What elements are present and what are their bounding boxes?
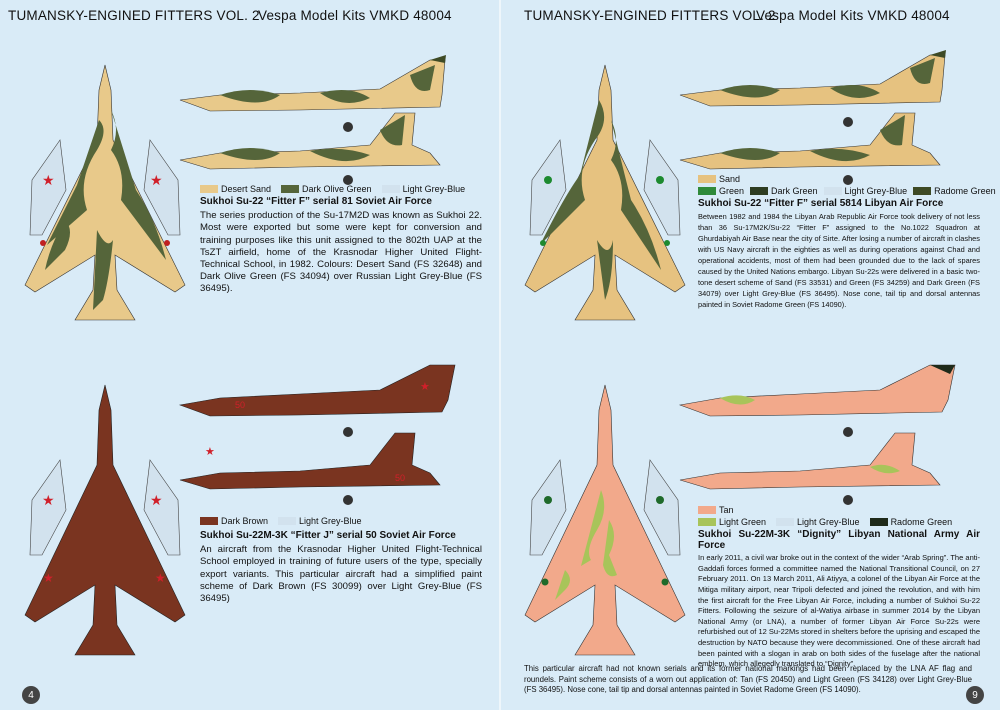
panel4-legend-row1: Tan [698, 505, 734, 515]
header-kit-left: Vespa Model Kits VMKD 48004 [258, 8, 452, 23]
panel4-text: In early 2011, a civil war broke out in … [698, 553, 980, 669]
panel1-legend: Desert Sand Dark Olive Green Light Grey-… [200, 184, 465, 194]
svg-text:★: ★ [150, 492, 163, 508]
aircraft-top-view-libyan [524, 64, 686, 321]
legend-label: Green [719, 186, 745, 196]
header-title-right: TUMANSKY-ENGINED FITTERS VOL. 2 [524, 8, 776, 23]
legend-item: Desert Sand [200, 184, 271, 194]
svg-text:★: ★ [42, 172, 55, 188]
aircraft-side-view-soviet-2 [179, 112, 441, 185]
panel3-artwork: ★ ★ ★ ★ ★ 50 ★ 50 [24, 364, 456, 656]
aircraft-side-view-libyan-1 [679, 50, 946, 127]
panel2-legend-row1: Sand [698, 174, 740, 184]
serial-label-2: 50 [395, 473, 405, 483]
swatch-dark-brown [200, 517, 218, 525]
underwing-view-soviet: ★ ★ [29, 139, 181, 236]
svg-text:★: ★ [420, 381, 430, 393]
legend-item: Radome Green [913, 186, 996, 196]
legend-item: Dark Olive Green [281, 184, 372, 194]
panel4-legend-row2: Light Green Light Grey-Blue Radome Green [698, 517, 952, 527]
panel2-artwork [524, 50, 946, 321]
legend-item: Sand [698, 174, 740, 184]
legend-item: Light Grey-Blue [278, 516, 362, 526]
panel4-artwork [524, 364, 956, 656]
legend-item: Light Grey-Blue [823, 186, 908, 196]
legend-item: Light Green [698, 517, 766, 527]
aircraft-top-view-tan [524, 384, 686, 656]
legend-item: Dark Brown [200, 516, 268, 526]
underwing-view-libyan [529, 139, 681, 236]
underwing-view-brown: ★ ★ [29, 459, 181, 556]
swatch-light-grey-blue [823, 187, 842, 195]
panel4-caption: Sukhoi Su-22M-3K “Dignity” Libyan Nation… [698, 529, 980, 670]
legend-label: Light Green [719, 517, 767, 527]
legend-label: Light Grey-Blue [402, 184, 466, 194]
swatch-dark-green [750, 187, 769, 195]
aircraft-side-view-soviet-1 [179, 55, 446, 132]
aircraft-side-view-libyan-2 [679, 112, 941, 185]
swatch-desert-sand [200, 185, 218, 193]
legend-label: Dark Brown [221, 516, 269, 526]
serial-label: 50 [235, 400, 245, 410]
legend-label: Light Grey-Blue [797, 517, 860, 527]
aircraft-side-view-tan-2 [679, 432, 941, 505]
legend-item: Light Grey-Blue [776, 517, 860, 527]
swatch-radome-green [913, 187, 932, 195]
aircraft-side-view-tan-1 [678, 364, 956, 437]
legend-label: Light Grey-Blue [844, 186, 908, 196]
page-number-right: 9 [966, 686, 984, 704]
swatch-green [698, 187, 716, 195]
swatch-light-grey-blue [278, 517, 297, 525]
legend-label: Radome Green [934, 186, 996, 196]
svg-text:★: ★ [42, 492, 55, 508]
svg-text:★: ★ [205, 446, 215, 458]
panel2-legend-row2: Green Dark Green Light Grey-Blue Radome … [698, 186, 996, 196]
panel4-title: Sukhoi Su-22M-3K “Dignity” Libyan Nation… [698, 529, 980, 551]
swatch-radome-green [869, 518, 888, 526]
page-divider [499, 0, 501, 710]
legend-item: Dark Green [750, 186, 818, 196]
panel2-caption: Sukhoi Su-22 “Fitter F” serial 5814 Liby… [698, 198, 980, 310]
svg-text:★: ★ [150, 172, 163, 188]
header-kit-right: Vespa Model Kits VMKD 48004 [756, 8, 950, 23]
panel1-caption: Sukhoi Su-22 “Fitter F” serial 81 Soviet… [200, 196, 482, 296]
legend-item: Tan [698, 505, 734, 515]
legend-item: Green [698, 186, 744, 196]
legend-label: Sand [719, 174, 741, 184]
underwing-view-tan [529, 459, 681, 556]
legend-label: Tan [719, 505, 734, 515]
legend-item: Light Grey-Blue [381, 184, 466, 194]
panel1-title: Sukhoi Su-22 “Fitter F” serial 81 Soviet… [200, 196, 432, 207]
panel1-artwork: ★ ★ [24, 55, 446, 321]
aircraft-top-view-soviet [24, 64, 186, 321]
panel4-note: This particular aircraft had not known s… [524, 664, 972, 694]
legend-label: Radome Green [890, 517, 953, 527]
panel3-legend: Dark Brown Light Grey-Blue [200, 516, 362, 526]
swatch-sand [698, 175, 716, 183]
swatch-light-grey-blue [776, 518, 795, 526]
legend-item: Radome Green [869, 517, 953, 527]
swatch-tan [698, 506, 716, 514]
panel3-text: An aircraft from the Krasnodar Higher Un… [200, 544, 482, 605]
panel3-title: Sukhoi Su-22M-3K “Fitter J” serial 50 So… [200, 530, 456, 541]
panel2-text: Between 1982 and 1984 the Libyan Arab Re… [698, 212, 980, 309]
panel1-text: The series production of the Su-17M2D wa… [200, 210, 482, 295]
aircraft-side-view-brown-2: ★ 50 [179, 432, 441, 505]
header-title-left: TUMANSKY-ENGINED FITTERS VOL. 2 [8, 8, 260, 23]
panel3-caption: Sukhoi Su-22M-3K “Fitter J” serial 50 So… [200, 530, 482, 605]
swatch-light-grey-blue [381, 185, 400, 193]
legend-label: Light Grey-Blue [299, 516, 362, 526]
swatch-dark-olive-green [281, 185, 300, 193]
panel2-title: Sukhoi Su-22 “Fitter F” serial 5814 Liby… [698, 198, 944, 209]
aircraft-side-view-brown-1: ★ 50 [178, 364, 456, 437]
page-number-left: 4 [22, 686, 40, 704]
aircraft-top-view-brown: ★ ★ [24, 384, 186, 656]
legend-label: Dark Green [771, 186, 818, 196]
svg-text:★: ★ [155, 571, 166, 585]
legend-label: Desert Sand [221, 184, 272, 194]
legend-label: Dark Olive Green [302, 184, 372, 194]
svg-text:★: ★ [43, 571, 54, 585]
swatch-light-green [698, 518, 716, 526]
